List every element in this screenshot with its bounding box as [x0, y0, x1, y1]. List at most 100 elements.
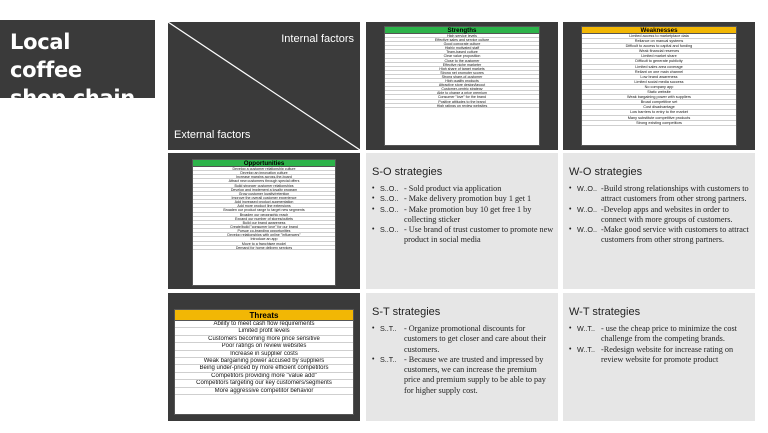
- list-item: Positive attitudes to the brand: [385, 100, 539, 104]
- list-item: Effective niche marketer: [385, 63, 539, 67]
- wo-strategies-cell: W-O strategies •W..O..-Build strong rela…: [563, 153, 755, 289]
- list-item: Limited sales area coverage: [582, 65, 736, 70]
- bullet-icon: •: [569, 325, 572, 332]
- strategy-tag: W..T..: [577, 324, 595, 333]
- wt-strategies-list: • W..T.. - use the cheap price to minimize…: [569, 324, 751, 365]
- bullet-icon: •: [372, 325, 375, 332]
- strategy-item: • S..O.. - Use brand of trust customer to …: [372, 225, 554, 246]
- list-item: Poor ratings on review websites: [175, 343, 353, 351]
- list-item: Effective sales and service culture: [385, 38, 539, 43]
- strategy-item: •W..T..-Redesign website for increase ra…: [569, 345, 751, 366]
- list-item: Clear value proposition: [385, 54, 539, 59]
- slide-title-box: Local coffee shop chain: [0, 20, 155, 110]
- list-item: Demand for home delivery services: [193, 246, 335, 250]
- list-item: Customers becoming more price sensitive: [175, 336, 353, 344]
- strategy-item: • S..O.. - Make delivery promotion buy 1 g…: [372, 194, 554, 204]
- bullet-icon: •: [569, 205, 572, 213]
- so-strategies-cell: S-O strategies •S..O..- Sold product via…: [366, 153, 558, 289]
- list-item: Build stronger customer relationships: [193, 184, 335, 188]
- list-item: Move to a franchisee model: [193, 242, 335, 246]
- list-item: Able to charge a price premium: [385, 91, 539, 96]
- list-item: Add more product line extensions: [193, 204, 335, 209]
- st-strategies-list: • S..T.. - Organize promotional discounts …: [372, 324, 554, 396]
- opportunities-table: Opportunities Develop a customer relatio…: [192, 159, 336, 286]
- list-item: Attract new customers through special of…: [193, 179, 335, 184]
- factors-header-cell: Internal factors External factors: [168, 22, 360, 150]
- list-item: Pursue co-branding opportunities: [193, 229, 335, 234]
- list-item: Develop relationships with online "influ…: [193, 233, 335, 238]
- strategy-item: •W..O..-Develop apps and websites in ord…: [569, 205, 751, 226]
- list-item: Expand our number of stores/outlets: [193, 217, 335, 221]
- strategy-tag: S..T..: [380, 354, 397, 364]
- list-item: Weak bargaining power with suppliers: [582, 95, 736, 101]
- list-item: Add increased product augmentation: [193, 200, 335, 205]
- external-factors-label: External factors: [174, 129, 251, 141]
- list-item: Limited access to marketplace data: [582, 34, 736, 40]
- list-item: Grow customer loyalty/retention: [193, 192, 335, 196]
- bullet-icon: •: [372, 205, 375, 213]
- list-item: Create/build "consumer love" for our bra…: [193, 225, 335, 230]
- opportunities-header: Opportunities: [193, 160, 335, 167]
- list-item: Low barriers to entry to the market: [582, 110, 736, 116]
- strategy-text: -Make good service with customers to att…: [601, 225, 749, 245]
- list-item: Limited market share: [582, 54, 736, 60]
- bullet-icon: •: [372, 226, 375, 234]
- list-item: Increase margins across-the-board: [193, 175, 335, 180]
- threats-table: Threats Ability to meet cash flow requir…: [174, 309, 354, 415]
- list-item: High ratings on review websites: [385, 104, 539, 108]
- list-item: Being under-priced by more efficient com…: [175, 365, 353, 373]
- strategy-tag: S..O..: [380, 225, 399, 235]
- strategy-text: -Redesign website for increase rating on…: [601, 344, 734, 364]
- list-item: Consumer "love" for the brand: [385, 95, 539, 100]
- list-item: Improve the overall customer experience: [193, 196, 335, 201]
- weaknesses-header: Weaknesses: [582, 27, 736, 34]
- list-item: No company app: [582, 85, 736, 91]
- list-item: Difficult to access to capital and fundi…: [582, 44, 736, 50]
- strategy-text: -Develop apps and websites in order to c…: [601, 204, 733, 224]
- strategy-tag: S..T..: [380, 324, 397, 333]
- list-item: Many substitute competitive products: [582, 116, 736, 121]
- threats-cell: Threats Ability to meet cash flow requir…: [168, 293, 360, 421]
- list-item: Broaden our product range to target new …: [193, 208, 335, 213]
- bullet-icon: •: [372, 195, 375, 203]
- list-item: High service levels: [385, 34, 539, 39]
- slide-title-line-1: Local coffee: [10, 30, 82, 82]
- list-item: Reliant on one main channel: [582, 70, 736, 75]
- list-item: Weak bargaining power accused by supplie…: [175, 358, 353, 366]
- strategy-item: • W..T.. - use the cheap price to minimize…: [569, 324, 751, 345]
- strategy-text: - Make delivery promotion buy 1 get 1: [404, 194, 532, 204]
- bullet-icon: •: [569, 226, 572, 234]
- list-item: Limited profit levels: [175, 328, 353, 336]
- list-item: Broaden our geographic reach: [193, 213, 335, 217]
- list-item: Competitors providing more "value add": [175, 373, 353, 381]
- strategy-text: -Build strong relationships with custome…: [601, 184, 749, 204]
- opportunities-cell: Opportunities Develop a customer relatio…: [168, 153, 360, 289]
- strategy-tag: W..T..: [577, 344, 595, 354]
- strategy-text: - Use brand of trust customer to promote…: [404, 225, 554, 245]
- list-item: Build our brand awareness: [193, 221, 335, 225]
- strategy-text: - Organize promotional discounts for cus…: [404, 324, 547, 354]
- strategy-tag: S..O..: [380, 194, 399, 204]
- list-item: High share of target markets: [385, 67, 539, 71]
- bullet-icon: •: [569, 185, 572, 192]
- wo-strategies-list: •W..O..-Build strong relationships with …: [569, 184, 751, 246]
- list-item: Limited social media success: [582, 80, 736, 85]
- wt-strategies-cell: W-T strategies • W..T.. - use the cheap pr…: [563, 293, 755, 421]
- list-item: Static website: [582, 90, 736, 96]
- weaknesses-cell: Weaknesses Limited access to marketplace…: [563, 22, 755, 150]
- strategy-item: •S..O..- Make promotion buy 10 get free …: [372, 205, 554, 226]
- list-item: Good corporate culture: [385, 42, 539, 47]
- diagonal-divider-line: [168, 22, 360, 150]
- wt-strategies-title: W-T strategies: [569, 306, 641, 318]
- strategy-item: •S..T..- Because we are trusted and impr…: [372, 355, 554, 396]
- strategy-tag: S..O..: [380, 204, 399, 214]
- strategy-text: - use the cheap price to minimize the co…: [601, 324, 737, 344]
- weaknesses-table: Weaknesses Limited access to marketplace…: [581, 26, 737, 146]
- list-item: Strong existing competitors: [582, 121, 736, 126]
- strategy-tag: S..O..: [380, 184, 399, 193]
